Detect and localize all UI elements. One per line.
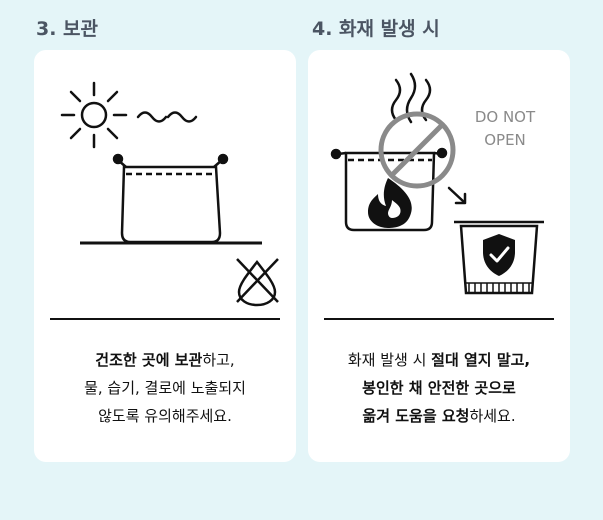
do-not-open-text-line2: OPEN <box>484 131 526 149</box>
do-not-open-text: DO NOT <box>475 108 536 126</box>
fire-text-plain: 화재 발생 시 <box>347 351 432 369</box>
fire-text-line3-rest: 하세요. <box>469 407 516 425</box>
fire-text-line3-bold: 옮겨 도움을 요청 <box>362 407 470 425</box>
prohibited-icon <box>378 111 456 189</box>
sun-icon <box>60 81 128 149</box>
storage-divider <box>50 318 280 320</box>
fire-card: DO NOT OPEN <box>308 50 570 462</box>
storage-description: 건조한 곳에 보관하고, 물, 습기, 결로에 노출되지 않도록 유의해주세요. <box>34 346 296 430</box>
fire-text-line2: 봉인한 채 안전한 곳으로 <box>362 379 516 397</box>
shield-check-icon <box>483 234 515 276</box>
storage-text-rest: 하고, <box>202 351 235 369</box>
arrow-icon <box>447 186 467 205</box>
fire-illustration: DO NOT OPEN <box>330 72 544 295</box>
fire-description: 화재 발생 시 절대 열지 말고, 봉인한 채 안전한 곳으로 옮겨 도움을 요… <box>308 346 570 430</box>
storage-text-line2: 물, 습기, 결로에 노출되지 <box>84 379 246 397</box>
fire-heading: 4. 화재 발생 시 <box>312 18 440 40</box>
storage-heading: 3. 보관 <box>36 18 99 40</box>
storage-card: 건조한 곳에 보관하고, 물, 습기, 결로에 노출되지 않도록 유의해주세요. <box>34 50 296 462</box>
fire-text-bold: 절대 열지 말고, <box>431 351 531 369</box>
flame-icon <box>368 178 412 228</box>
heat-wave-icon <box>136 111 198 123</box>
storage-illustration <box>60 81 279 307</box>
fire-divider <box>324 318 554 320</box>
storage-text-line3: 않도록 유의해주세요. <box>98 407 232 425</box>
container-icon <box>112 153 229 244</box>
no-water-drop-icon <box>236 258 279 307</box>
storage-text-bold: 건조한 곳에 보관 <box>95 351 203 369</box>
